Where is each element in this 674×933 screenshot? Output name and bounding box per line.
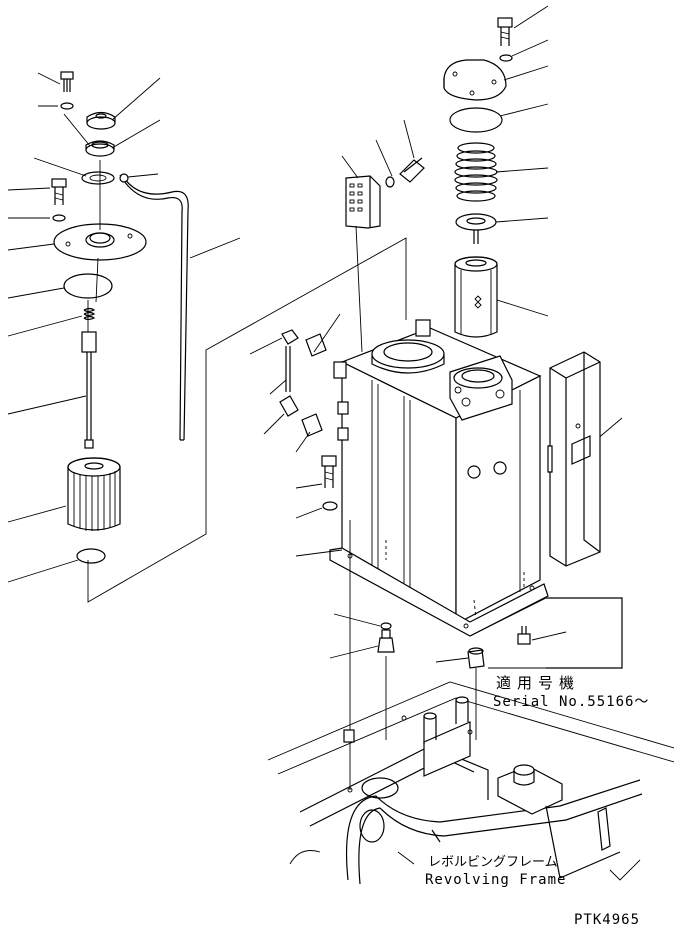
revolving-frame xyxy=(267,681,674,885)
drawing-code: PTK4965 xyxy=(574,912,640,928)
clip-bracket-part xyxy=(345,175,381,229)
bolt-top-part xyxy=(497,17,513,46)
spring-small-part xyxy=(83,307,96,321)
washer-top-part xyxy=(499,54,513,62)
o-ring-part xyxy=(63,273,113,299)
valve-seat-part xyxy=(455,213,497,244)
right-leader-lines xyxy=(495,5,623,441)
gasket-part xyxy=(81,171,115,185)
tank-port-part xyxy=(449,355,513,421)
right-filter-stack xyxy=(443,17,513,338)
frame-label-leader xyxy=(397,851,415,865)
bolt-lower-part xyxy=(321,455,337,488)
applicable-model-label: 適用号機 xyxy=(496,674,580,692)
return-filter-element-part xyxy=(454,256,498,338)
guard-panel-part xyxy=(547,351,601,567)
left-leader-lines xyxy=(7,72,407,603)
plug-part xyxy=(380,622,392,630)
tank-o-ring-part xyxy=(449,107,503,133)
left-filter-assembly xyxy=(51,71,189,564)
spring-part xyxy=(454,142,498,202)
washer-part-2 xyxy=(52,214,66,222)
frame-block-part xyxy=(497,764,563,815)
drain-valve-part xyxy=(377,629,395,653)
o-ring-bottom-part xyxy=(76,548,106,564)
serial-inset xyxy=(469,597,623,669)
filter-cap-part xyxy=(86,111,116,130)
bolt-part xyxy=(51,178,67,205)
indicator-rod-part xyxy=(81,331,97,449)
washer-lower-part xyxy=(322,501,338,511)
serial-number-label: Serial No.55166～ xyxy=(493,694,649,710)
drain-cock-part xyxy=(467,647,485,669)
fitting-elbow-parts xyxy=(279,329,327,437)
frame-boss-part xyxy=(423,696,471,777)
washer-part xyxy=(60,102,74,110)
revolving-frame-label-jp: レボルビングフレーム xyxy=(428,855,558,870)
cover-plate-part xyxy=(53,223,147,261)
hydraulic-tank xyxy=(329,319,549,637)
filter-element-part xyxy=(67,457,121,531)
bolt-small-part xyxy=(60,71,74,92)
tube-part xyxy=(119,174,189,441)
revolving-frame-label-en: Revolving Frame xyxy=(425,872,566,888)
bracket-leaders xyxy=(249,119,415,453)
bolt-inset-part xyxy=(517,626,531,645)
lower-fasteners xyxy=(321,455,485,669)
valve-collar-part xyxy=(85,140,115,157)
tank-cover-part xyxy=(443,59,507,101)
bolt-bracket-part xyxy=(385,157,425,188)
